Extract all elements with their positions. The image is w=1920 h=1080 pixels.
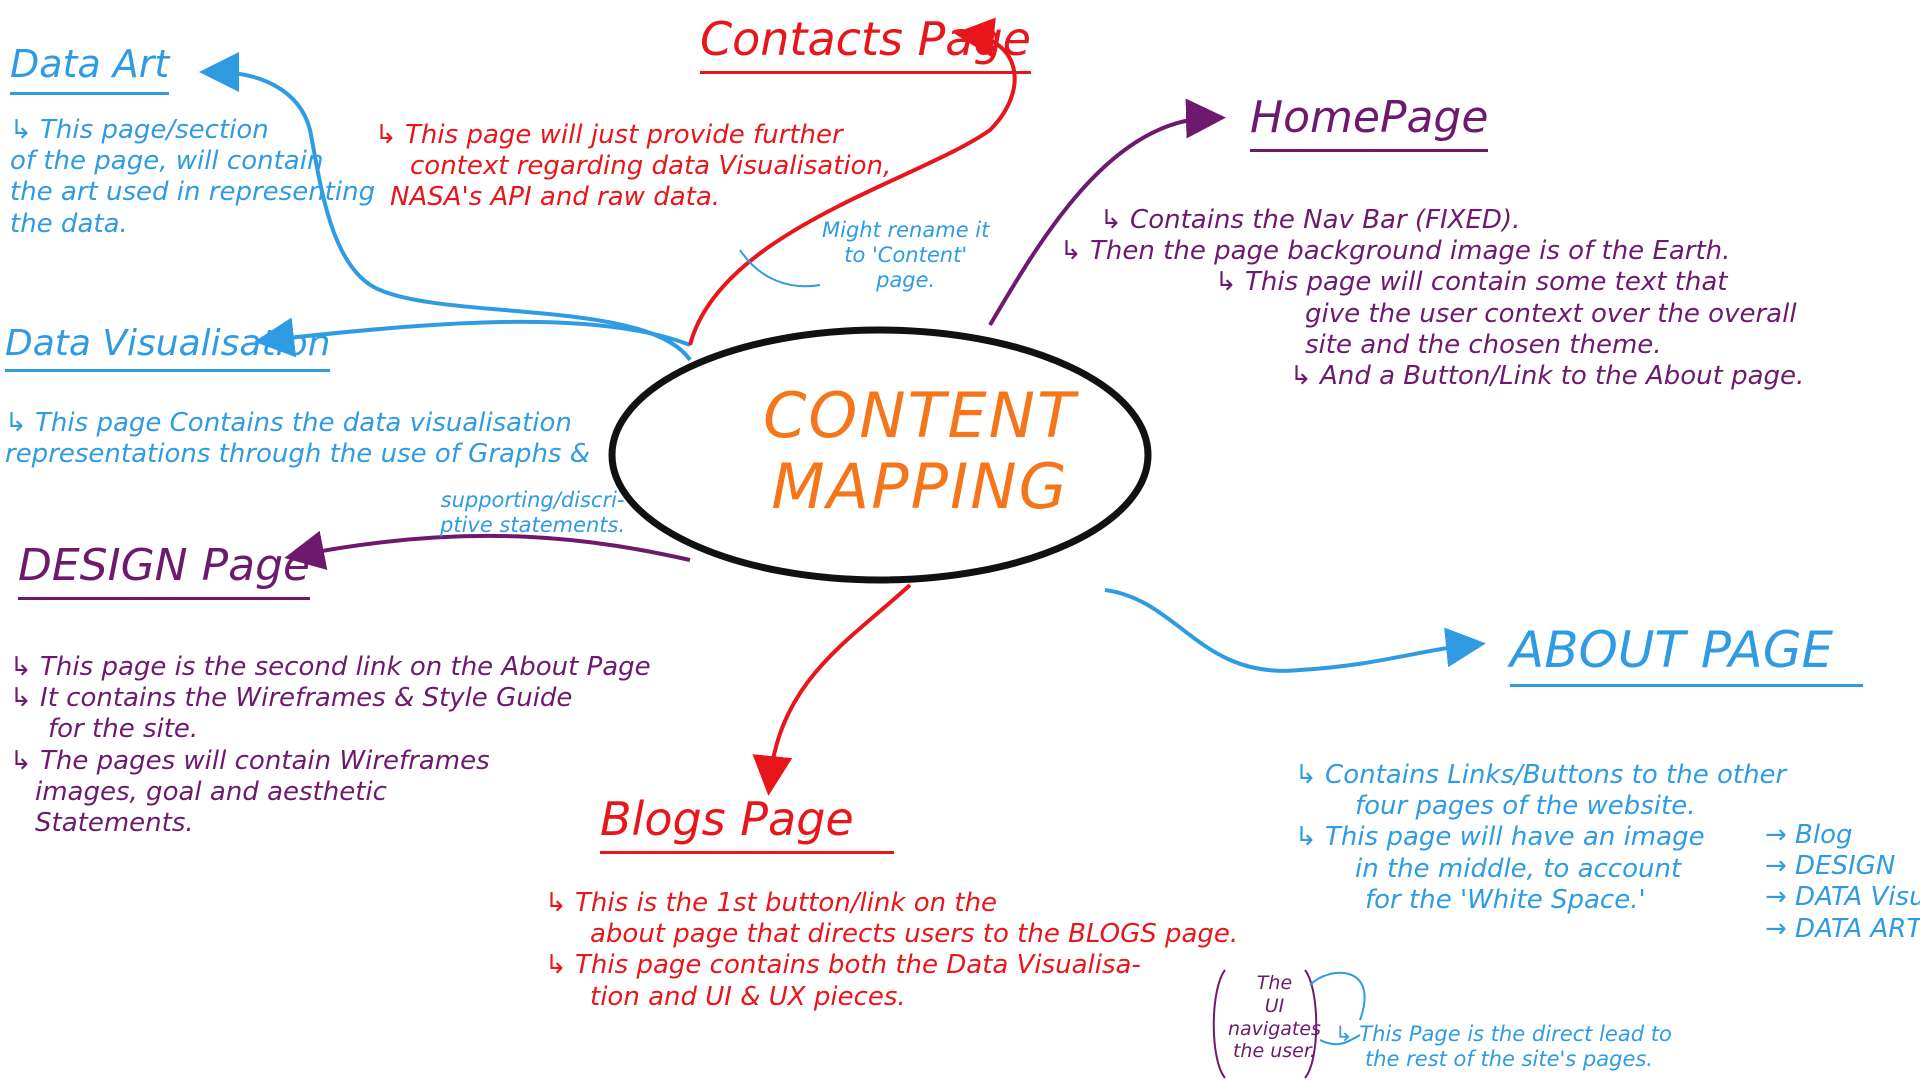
blogs-line: ↳ This page contains both the Data Visua…: [545, 950, 1141, 981]
note-connector: [739, 249, 821, 288]
data-art-line: the data.: [10, 208, 128, 239]
ui-note-bracket: [1212, 969, 1226, 1079]
data-art-line: the art used in representing: [10, 177, 376, 208]
about-line: in the middle, to account: [1355, 853, 1682, 884]
home-line: ↳ Then the page background image is of t…: [1060, 236, 1731, 267]
about-links: → Blog → DESIGN → DATA Visua- → DATA ART: [1765, 820, 1920, 945]
design-notes: ↳ This page is the second link on the Ab…: [10, 652, 651, 839]
design-line: ↳ This page is the second link on the Ab…: [10, 652, 651, 682]
branch-blogs: [752, 583, 912, 796]
data-art-line: of the page, will contain: [10, 146, 324, 177]
data-art-notes: ↳ This page/section of the page, will co…: [10, 115, 375, 240]
branch-contacts: [688, 17, 1017, 346]
ui-note-line: The: [1256, 972, 1293, 994]
home-line: ↳ Contains the Nav Bar (FIXED).: [1100, 205, 1521, 235]
data-vis-extra: supporting/discri- ptive statements.: [440, 488, 625, 538]
data-art-title: Data Art: [10, 42, 170, 95]
contacts-line: context regarding data Visualisation,: [410, 151, 892, 182]
about-bottom-note-line: ↳ This Page is the direct lead to: [1335, 1022, 1672, 1046]
about-bottom-note: ↳ This Page is the direct lead to the re…: [1335, 1022, 1672, 1072]
design-line: Statements.: [35, 807, 194, 838]
design-title: DESIGN Page: [18, 540, 311, 600]
data-vis-line: representations through the use of Graph…: [5, 439, 591, 470]
contacts-line: NASA's API and raw data.: [390, 182, 721, 213]
branch-data-vis: [254, 317, 691, 358]
ui-note-line: UI: [1264, 994, 1285, 1017]
ui-note-bracket-right: [1304, 969, 1318, 1079]
about-bottom-note-line: the rest of the site's pages.: [1365, 1047, 1653, 1072]
blogs-line: ↳ This is the 1st button/link on the: [545, 888, 998, 918]
home-title: HomePage: [1250, 92, 1489, 152]
blogs-line: tion and UI & UX pieces.: [590, 981, 906, 1012]
ui-note-connector: [1309, 971, 1366, 1046]
home-line: ↳ And a Button/Link to the About page.: [1290, 360, 1805, 391]
home-line: ↳ This page will contain some text that: [1215, 267, 1728, 298]
data-vis-line: ↳ This page Contains the data visualisat…: [5, 408, 572, 438]
contacts-title: Contacts Page: [700, 12, 1031, 75]
data-vis-notes: ↳ This page Contains the data visualisat…: [5, 408, 590, 470]
about-link: → DATA Visua-: [1765, 882, 1920, 913]
design-line: ↳ The pages will contain Wireframes: [10, 745, 490, 776]
contacts-note-line: to 'Content': [844, 243, 968, 268]
home-line: site and the chosen theme.: [1305, 329, 1662, 360]
about-notes: ↳ Contains Links/Buttons to the other fo…: [1295, 760, 1786, 916]
about-link: → Blog: [1765, 820, 1853, 850]
blogs-notes: ↳ This is the 1st button/link on the abo…: [545, 888, 1238, 1013]
design-line: images, goal and aesthetic: [35, 776, 387, 807]
design-line: for the site.: [48, 714, 199, 745]
data-vis-extra-line: ptive statements.: [440, 513, 626, 538]
contacts-line: ↳ This page will just provide further: [375, 120, 843, 150]
central-topic: CONTENT MAPPING: [740, 380, 1100, 523]
about-line: four pages of the website.: [1355, 791, 1696, 822]
about-link: → DATA ART: [1765, 913, 1920, 944]
home-line: give the user context over the overall: [1305, 298, 1797, 329]
contacts-note-line: page.: [876, 268, 936, 293]
about-line: ↳ Contains Links/Buttons to the other: [1295, 760, 1787, 790]
branch-design: [284, 530, 691, 571]
center-ellipse: [608, 326, 1152, 584]
about-line: ↳ This page will have an image: [1295, 822, 1705, 853]
ui-note-line: navigates: [1228, 1017, 1321, 1040]
branch-data-art: [199, 52, 692, 362]
central-topic-line1: CONTENT: [763, 379, 1077, 452]
branch-about: [1104, 588, 1486, 673]
home-notes: ↳ Contains the Nav Bar (FIXED). ↳ Then t…: [1060, 205, 1805, 392]
blogs-line: about page that directs users to the BLO…: [590, 919, 1239, 950]
data-vis-extra-line: supporting/discri-: [440, 488, 625, 512]
central-topic-line2: MAPPING: [771, 450, 1069, 524]
design-line: ↳ It contains the Wireframes & Style Gui…: [10, 683, 573, 714]
ui-note: The UI navigates the user.: [1228, 972, 1321, 1063]
about-line: for the 'White Space.': [1365, 884, 1646, 915]
contacts-note: Might rename it to 'Content' page.: [822, 218, 989, 294]
branch-home: [988, 98, 1226, 327]
data-vis-title: Data Visualisation: [5, 322, 331, 373]
about-link: → DESIGN: [1765, 851, 1896, 882]
about-title: ABOUT PAGE: [1510, 620, 1864, 687]
data-art-line: ↳ This page/section: [10, 115, 269, 145]
blogs-title: Blogs Page: [600, 792, 894, 855]
ui-note-line: the user.: [1232, 1040, 1316, 1063]
contacts-note-line: Might rename it: [822, 218, 990, 242]
contacts-notes: ↳ This page will just provide further co…: [375, 120, 891, 214]
